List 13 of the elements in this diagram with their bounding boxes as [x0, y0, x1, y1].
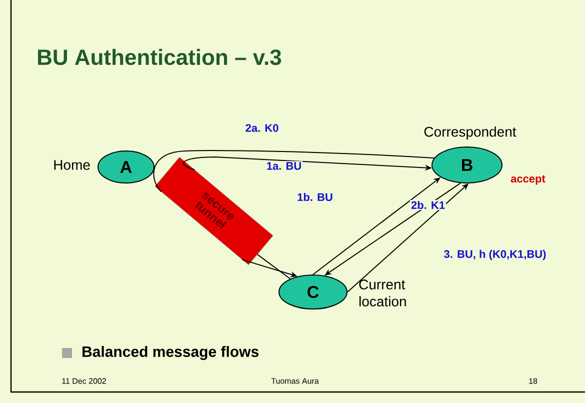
- edge-label: 1a. BU: [265, 161, 303, 171]
- footer-text: 11 Dec 2002: [62, 378, 106, 384]
- edge-label: 1b. BU: [296, 192, 334, 202]
- edge-label: 2a. K0: [244, 123, 280, 133]
- footer-text: Tuomas Aura: [271, 378, 319, 384]
- edge-label: 3. BU, h (K0,K1,BU): [442, 248, 548, 262]
- node-caption: Home: [54, 160, 90, 170]
- status-label: accept: [510, 175, 546, 185]
- node-caption: Correspondent: [424, 126, 516, 140]
- node-caption: Current location: [359, 280, 406, 306]
- bullet-text: Balanced message flows: [82, 346, 258, 360]
- page-number: 18: [529, 378, 538, 384]
- title: BU Authentication – v.3: [38, 48, 282, 66]
